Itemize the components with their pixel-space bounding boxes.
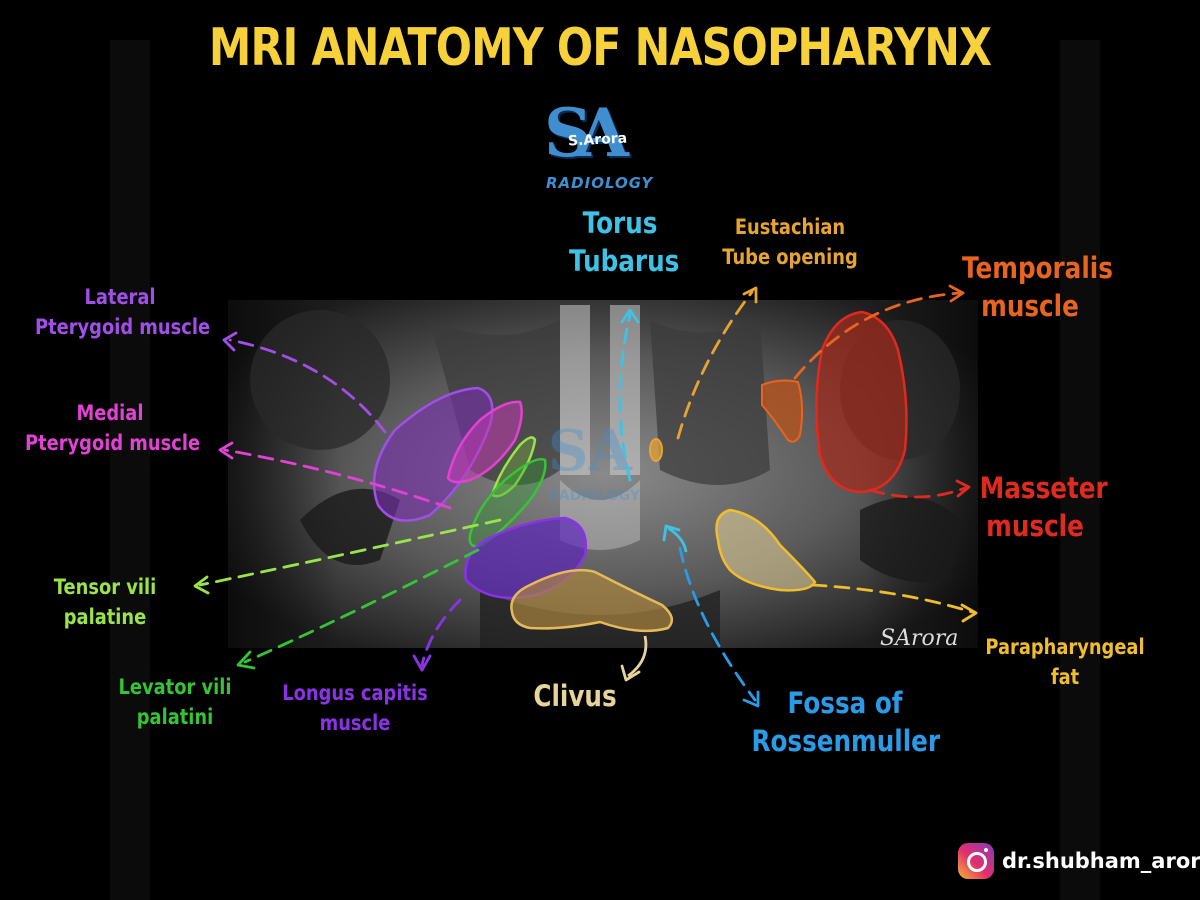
levator-arrow	[243, 548, 480, 664]
instagram-icon[interactable]	[958, 843, 994, 879]
longus-arrow	[420, 598, 462, 667]
lateral-pterygoid-region	[372, 386, 494, 522]
torus-arrow	[618, 313, 632, 482]
temporalis-arrow	[793, 291, 962, 380]
instagram-handle[interactable]: dr.shubham_arora	[1002, 849, 1200, 873]
clivus-arrowhead	[620, 664, 641, 682]
torus-arrowhead	[620, 308, 640, 324]
clivus-region	[510, 568, 674, 633]
eustachian-arrowhead	[742, 286, 758, 304]
temporalis-arrowhead	[948, 284, 965, 303]
label-clivus: Clivus	[533, 679, 617, 713]
watermark-logo: SA	[548, 418, 633, 484]
watermark-tagline: RADIOLOGY	[548, 488, 641, 504]
parapharyngeal-fat-region	[715, 508, 817, 592]
parapharyngeal-arrow	[810, 583, 974, 614]
instagram-credit[interactable]: dr.shubham_arora	[958, 843, 1200, 879]
author-signature: SArora	[880, 626, 959, 651]
clivus-arrow	[627, 635, 648, 678]
fossa-hook-arrowhead	[662, 524, 681, 542]
logo-letters: SA	[544, 94, 629, 172]
masseter-arrowhead	[955, 479, 971, 498]
masseter-arrow	[868, 486, 967, 499]
logo-tagline: RADIOLOGY	[546, 174, 654, 192]
masseter-temporalis-region	[815, 310, 908, 494]
lateral-pterygoid-arrowhead	[222, 331, 238, 352]
lateral-pterygoid-arrow	[228, 338, 387, 434]
eustachian-arrow	[676, 290, 754, 440]
medial-pterygoid-arrow	[223, 448, 452, 510]
eustachian-opening-region	[649, 438, 663, 462]
tensor-arrowhead	[193, 575, 210, 595]
tensor-arrow	[198, 518, 502, 587]
fossa-hook-arrow	[667, 526, 688, 553]
temporalis-region	[761, 379, 804, 443]
fossa-arrowhead	[742, 690, 760, 708]
medial-pterygoid-arrowhead	[218, 441, 234, 460]
medial-pterygoid-region	[446, 400, 523, 484]
logo-name: S.Arora	[567, 130, 628, 150]
brand-logo: SA S.Arora RADIOLOGY	[540, 94, 660, 200]
levator-arrowhead	[236, 650, 256, 670]
fossa-arrow	[678, 546, 757, 702]
parapharyngeal-arrowhead	[960, 603, 978, 623]
page-title: MRI ANATOMY OF NASOPHARYNX	[208, 18, 992, 78]
longus-arrowhead	[412, 654, 432, 672]
